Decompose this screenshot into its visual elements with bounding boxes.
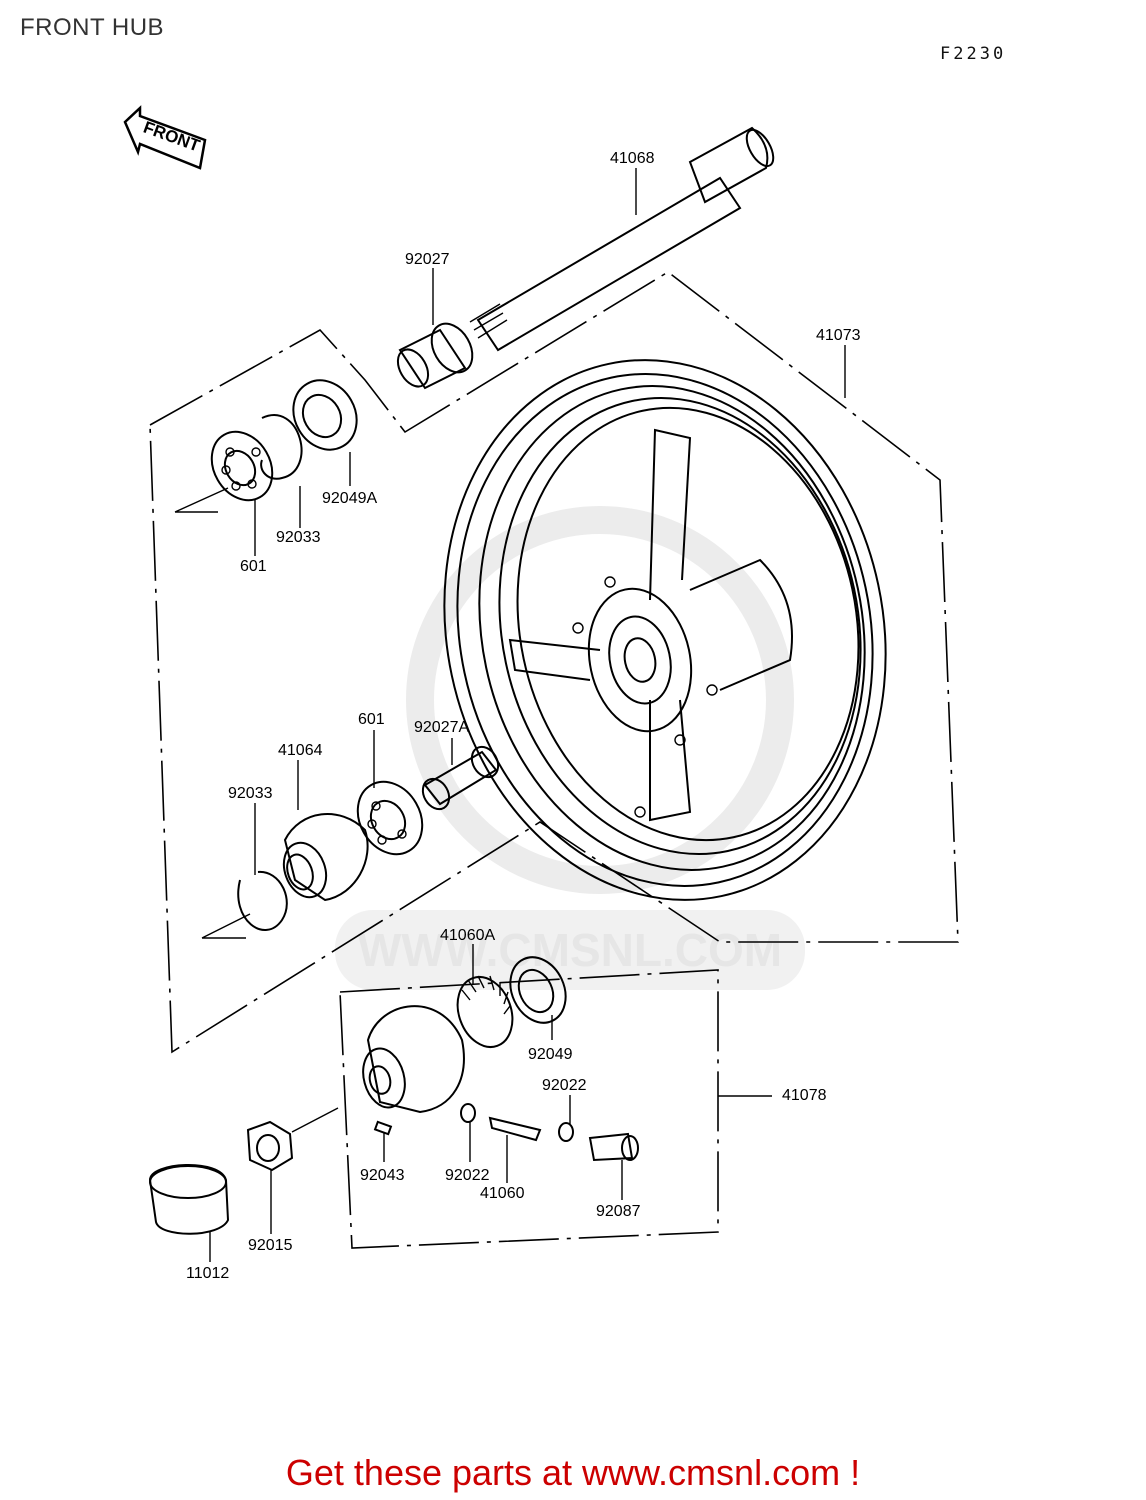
label-41064: 41064 xyxy=(278,742,323,759)
collar-spacer xyxy=(396,322,474,390)
ball-bearing-mid xyxy=(356,780,424,856)
front-arrow-icon: FRONT xyxy=(123,105,207,170)
oil-seal-top xyxy=(292,379,358,451)
leader-lines xyxy=(209,168,846,1262)
label-11012: 11012 xyxy=(186,1265,229,1282)
assembly-frame xyxy=(149,271,959,1054)
label-92022-right: 92022 xyxy=(542,1077,587,1094)
axle-nut xyxy=(246,1120,294,1172)
exploded-parts-diagram: WWW.CMSNL.COM FRONT xyxy=(123,105,959,1282)
label-92049A: 92049A xyxy=(322,490,377,507)
axle-shaft xyxy=(469,126,775,352)
label-92027A: 92027A xyxy=(414,719,469,736)
speedometer-gear-housing xyxy=(282,813,369,902)
pinion-41060 xyxy=(488,1116,542,1142)
watermark-text: WWW.CMSNL.COM xyxy=(358,924,782,976)
ball-bearing-top xyxy=(210,430,274,502)
label-601-mid: 601 xyxy=(358,711,385,728)
pin-92043 xyxy=(373,1120,393,1136)
page-title: FRONT HUB xyxy=(20,14,165,41)
bushing-92087 xyxy=(588,1132,639,1162)
promo-link[interactable]: Get these parts at www.cmsnl.com ! xyxy=(285,1452,861,1493)
label-41060A: 41060A xyxy=(440,927,495,944)
label-92033-top: 92033 xyxy=(276,529,321,546)
label-41060: 41060 xyxy=(480,1185,525,1202)
label-41068: 41068 xyxy=(610,150,655,167)
gear-assembly-frame xyxy=(339,969,719,1249)
label-92043: 92043 xyxy=(360,1167,405,1184)
label-92022-left: 92022 xyxy=(445,1167,490,1184)
washer-92022-left xyxy=(460,1103,476,1123)
label-41078: 41078 xyxy=(782,1087,827,1104)
label-92049: 92049 xyxy=(528,1046,573,1063)
label-601-top: 601 xyxy=(240,558,267,575)
axle-cap xyxy=(148,1163,230,1235)
figure-code: F2230 xyxy=(940,44,1007,64)
washer-92022-right xyxy=(558,1122,574,1142)
gear-housing-assembly xyxy=(362,1005,465,1114)
part-labels: 41068 92027 41073 92049A 92033 601 41064… xyxy=(186,150,861,1282)
wheel-rim xyxy=(443,359,887,901)
label-92033-mid: 92033 xyxy=(228,785,273,802)
circlip-top xyxy=(260,414,303,480)
watermark: WWW.CMSNL.COM xyxy=(335,506,805,990)
circlip-mid xyxy=(237,870,288,931)
label-92015: 92015 xyxy=(248,1237,293,1254)
wheel-spacer xyxy=(421,745,500,811)
label-92027: 92027 xyxy=(405,251,450,268)
label-41073: 41073 xyxy=(816,327,861,344)
label-92087: 92087 xyxy=(596,1203,641,1220)
